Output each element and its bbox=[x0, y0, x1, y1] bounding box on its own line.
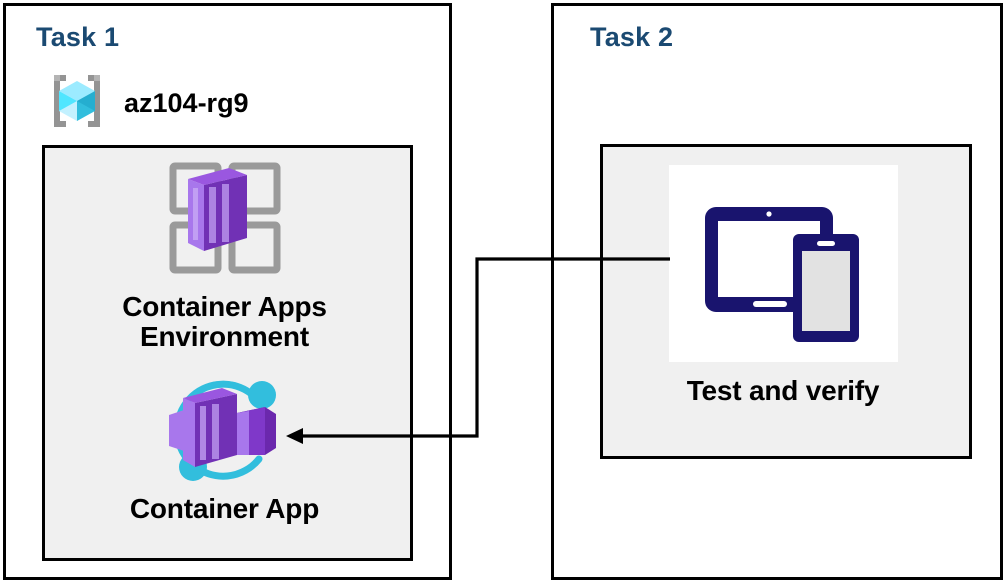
container-apps-environment-tile[interactable]: Container Apps Environment bbox=[39, 155, 410, 352]
container-app-icon bbox=[159, 375, 291, 492]
container-apps-environment-label: Container Apps Environment bbox=[122, 291, 327, 353]
resource-group-name: az104-rg9 bbox=[124, 88, 249, 118]
test-and-verify-label: Test and verify bbox=[686, 375, 880, 406]
test-and-verify-tile[interactable]: Test and verify bbox=[597, 165, 969, 406]
container-app-label: Container App bbox=[129, 493, 320, 524]
container-app-tile[interactable]: Container App bbox=[39, 375, 410, 524]
container-apps-environment-icon bbox=[162, 155, 288, 286]
devices-icon bbox=[668, 165, 898, 362]
resource-group-header: az104-rg9 bbox=[44, 68, 249, 139]
task-2-title: Task 2 bbox=[590, 22, 674, 52]
task-1-title: Task 1 bbox=[36, 22, 120, 52]
resource-group-icon bbox=[44, 68, 110, 139]
